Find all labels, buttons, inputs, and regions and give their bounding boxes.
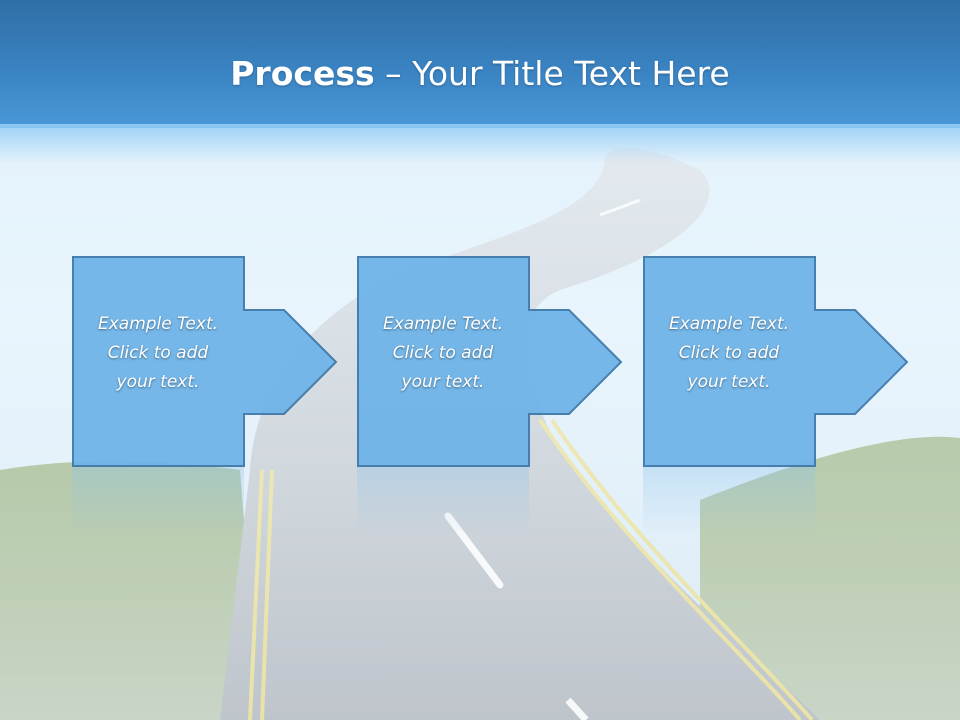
step-text[interactable]: Example Text. Click to add your text. bbox=[643, 310, 815, 397]
arrow-box-shape bbox=[643, 256, 909, 467]
process-step-1[interactable]: Example Text. Click to add your text. bbox=[72, 256, 338, 468]
step-line-2: Click to add bbox=[392, 343, 494, 363]
slide-title[interactable]: Process – Your Title Text Here bbox=[0, 52, 960, 96]
step-line-3: your text. bbox=[401, 372, 485, 392]
step-line-3: your text. bbox=[687, 372, 771, 392]
arrow-box-shape bbox=[357, 256, 623, 467]
title-rest: – Your Title Text Here bbox=[374, 54, 730, 93]
step-line-3: your text. bbox=[116, 372, 200, 392]
step-reflection bbox=[643, 466, 815, 536]
step-line-2: Click to add bbox=[107, 343, 209, 363]
title-strong: Process bbox=[230, 54, 375, 93]
step-text[interactable]: Example Text. Click to add your text. bbox=[357, 310, 529, 397]
step-text[interactable]: Example Text. Click to add your text. bbox=[72, 310, 244, 397]
arrow-box-shape bbox=[72, 256, 338, 467]
title-bar bbox=[0, 0, 960, 164]
step-line-2: Click to add bbox=[678, 343, 780, 363]
step-line-1: Example Text. bbox=[382, 314, 504, 334]
step-reflection bbox=[357, 466, 529, 536]
process-step-2[interactable]: Example Text. Click to add your text. bbox=[357, 256, 623, 468]
step-line-1: Example Text. bbox=[97, 314, 219, 334]
step-line-1: Example Text. bbox=[668, 314, 790, 334]
process-step-3[interactable]: Example Text. Click to add your text. bbox=[643, 256, 909, 468]
step-reflection bbox=[72, 466, 244, 536]
